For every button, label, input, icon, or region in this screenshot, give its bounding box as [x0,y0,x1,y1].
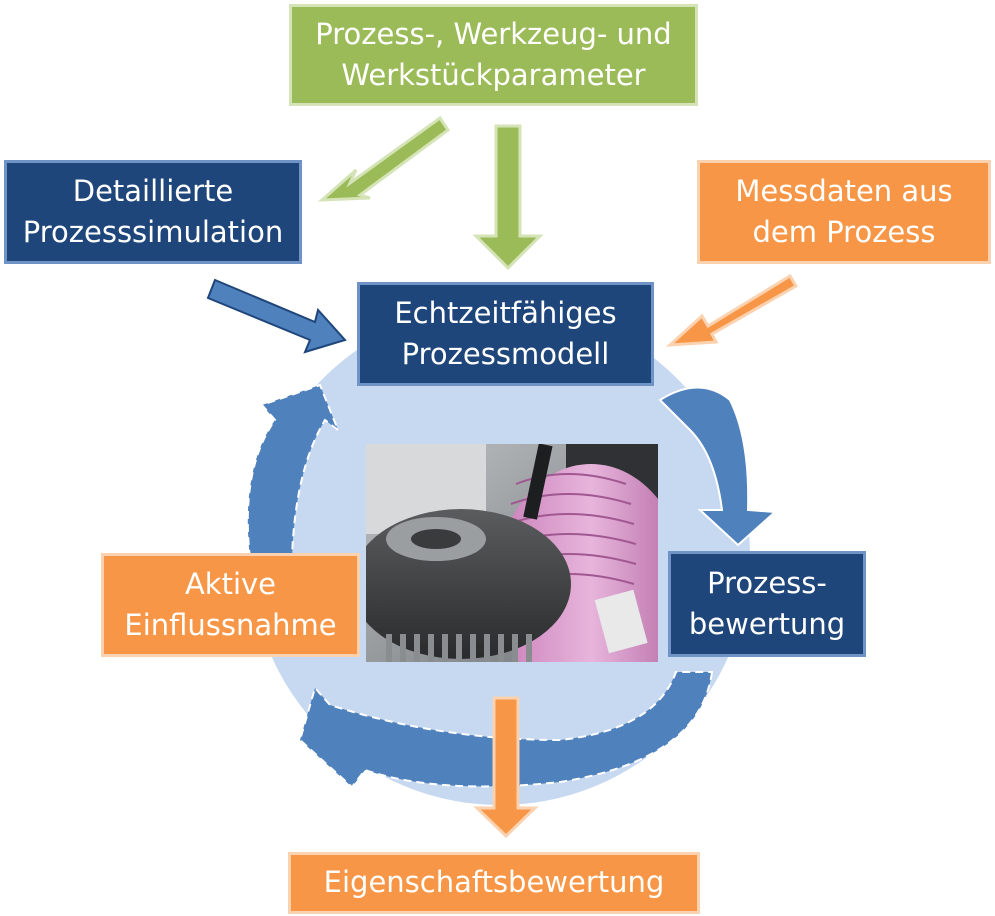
arrow-messdaten-to-modell [665,273,799,347]
arrow-cycle-to-eigenschaften [473,696,539,839]
messdaten-box: Messdaten aus dem Prozess [697,160,991,264]
gear-grinding-photo [366,444,658,662]
prozessmodell-box: Echtzeitfähiges Prozessmodell [357,282,654,386]
parameters-box: Prozess-, Werkzeug- und Werkstückparamet… [289,4,698,106]
arrow-parameters-to-modell [472,124,544,271]
simulation-box: Detaillierte Prozesssimulation [4,160,302,264]
cycle-arrow-modell-to-bewertung [658,386,778,547]
cycle-arrow-einflussnahme-to-modell [246,383,341,559]
cycle-arrow-bewertung-to-einflussnahme [298,671,714,789]
arrow-simulation-to-modell [206,278,347,354]
eigenschaften-box: Eigenschaftsbewertung [288,852,700,914]
bewertung-box: Prozess- bewertung [668,551,866,657]
einflussnahme-box: Aktive Einflussnahme [101,553,360,657]
arrow-parameters-to-simulation [317,115,451,202]
